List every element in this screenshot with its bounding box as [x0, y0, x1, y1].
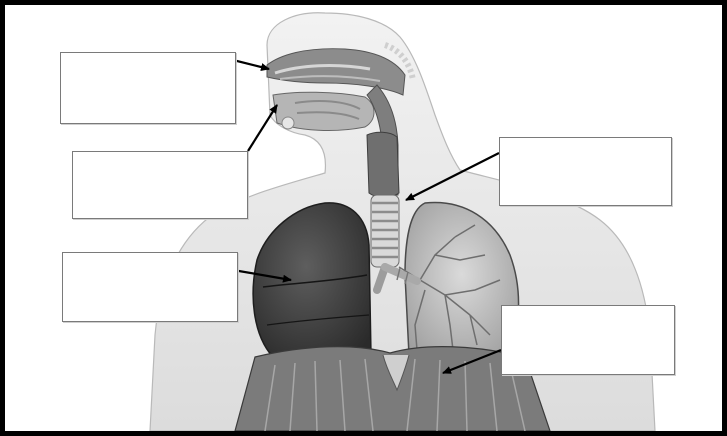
larynx — [367, 132, 399, 197]
blank-label-box-nasal[interactable] — [60, 52, 236, 124]
blank-label-box-diaphragm[interactable] — [501, 305, 675, 375]
blank-label-box-mouth[interactable] — [72, 151, 248, 219]
oral-cavity — [273, 92, 374, 130]
blank-label-box-lung[interactable] — [62, 252, 238, 322]
trachea — [371, 195, 399, 267]
arrow-to-mouth — [248, 105, 277, 151]
blank-label-box-trachea[interactable] — [499, 137, 672, 206]
